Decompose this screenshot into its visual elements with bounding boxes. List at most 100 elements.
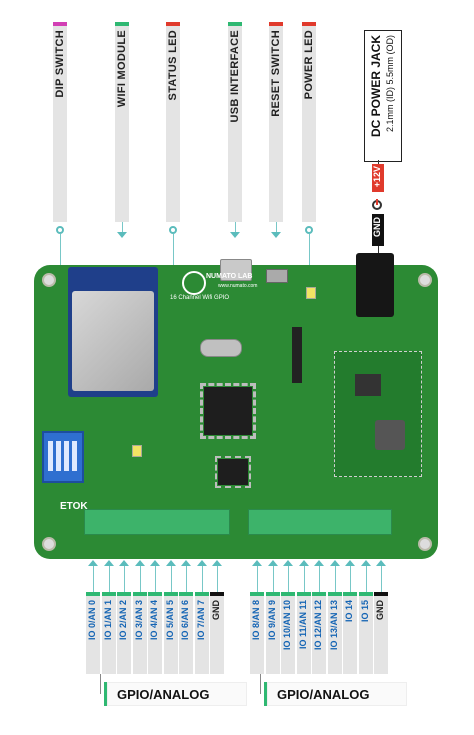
terminal-block-right: [248, 509, 392, 535]
io-right-pin-arrow-icon: [376, 560, 386, 566]
io-right-pin-tag: IO 14: [343, 592, 357, 674]
io-left-pin-tag-bar: [101, 592, 116, 596]
gpio-analog-left: GPIO/ANALOG: [104, 682, 247, 706]
io-left-pin-tag-bar: [117, 592, 131, 596]
regulator-module: [334, 351, 422, 477]
io-left-pin-label: IO 5/AN 5: [164, 600, 175, 641]
io-right-pin-leader: [303, 566, 305, 592]
io-left-pin-arrow-icon: [196, 560, 207, 566]
mounting-hole: [42, 537, 56, 551]
terminal-block-left: [84, 509, 230, 535]
io-right-pin-leader: [334, 566, 336, 592]
io-right-pin-arrow-icon: [314, 560, 324, 566]
io-right-pin-tag: IO 10/AN 10: [281, 592, 295, 674]
io-right-pin-label: IO 15: [359, 600, 370, 623]
usb-interface-tag-bar: [228, 22, 242, 26]
io-right-pin-label: IO 10/AN 10: [282, 600, 292, 651]
io-right-pin-tag-bar: [358, 592, 373, 596]
io-right-pin-label: IO 14: [344, 600, 354, 623]
io-left-pin-arrow-icon: [181, 560, 191, 566]
gpio-analog-left-label: GPIO/ANALOG: [117, 687, 210, 702]
io-right-pin-leader: [381, 566, 382, 592]
positive-label: +12V: [372, 166, 382, 188]
io-right-pin-tag: GND: [374, 592, 388, 674]
io-right-pin-arrow-icon: [283, 560, 293, 566]
io-right-pin-arrow-icon: [345, 560, 355, 566]
reset-switch-tag: RESET SWITCH: [269, 22, 283, 222]
power-led-tag: POWER LED: [302, 22, 316, 222]
mounting-hole: [418, 273, 432, 287]
io-right-pin-tag: IO 9/AN 9: [265, 592, 280, 674]
io-left-pin-tag-bar: [163, 592, 178, 596]
io-left-pin-label: IO 1/AN 1: [102, 600, 113, 641]
io-left-pin-label: GND: [211, 600, 221, 620]
io-right-pin-label: IO 13/AN 13: [328, 600, 339, 651]
io-right-pin-leader: [288, 566, 289, 592]
driver-chip: [215, 456, 251, 488]
gpio-analog-right: GPIO/ANALOG: [264, 682, 407, 706]
io-right-pin-tag: IO 13/AN 13: [327, 592, 342, 674]
io-right-pin-tag-bar: [250, 592, 264, 596]
wifi-shield: [72, 291, 154, 391]
dip-switch-dot: [56, 226, 64, 234]
usb-leader: [235, 222, 236, 234]
reset-switch-label: RESET SWITCH: [270, 30, 282, 117]
io-right-pin-leader: [350, 566, 351, 592]
mounting-hole: [418, 537, 432, 551]
usb-arrow-icon: [230, 232, 240, 238]
dip-switch-tag: DIP SWITCH: [53, 22, 67, 222]
io-right-pin-tag-bar: [296, 592, 311, 596]
io-left-pin-arrow-icon: [103, 560, 114, 566]
status-led: [132, 445, 142, 457]
io-left-pin-tag-bar: [179, 592, 193, 596]
ce-mark: ETOK: [60, 501, 88, 512]
status-led-leader: [173, 234, 174, 274]
power-led-leader: [309, 234, 310, 286]
io-left-pin-label: IO 6/AN 6: [180, 600, 190, 641]
io-left-pin-tag: GND: [210, 592, 224, 674]
io-left-pin-tag: IO 1/AN 1: [101, 592, 116, 674]
io-left-pin-tag-bar: [148, 592, 162, 596]
power-jack-label-box: DC POWER JACK 2.1mm (ID) 5.5mm (OD): [364, 30, 402, 162]
io-left-pin-tag: IO 4/AN 4: [148, 592, 162, 674]
io-left-pin-arrow-icon: [134, 560, 145, 566]
reset-switch-tag-bar: [269, 22, 283, 26]
io-left-pin-arrow-icon: [88, 560, 98, 566]
io-left-pin-label: IO 3/AN 3: [133, 600, 144, 641]
io-right-pin-tag-bar: [281, 592, 295, 596]
reset-arrow-icon: [271, 232, 281, 238]
wifi-module: [68, 267, 158, 397]
io-right-pin-tag-bar: [327, 592, 342, 596]
usb-interface-tag: USB INTERFACE: [228, 22, 242, 222]
crystal-oscillator: [200, 339, 242, 357]
io-left-pin-tag-bar: [194, 592, 209, 596]
io-left-pin-leader: [217, 566, 218, 592]
io-left-pin-leader: [108, 566, 110, 592]
io-right-pin-leader: [365, 566, 367, 592]
io-left-pin-label: IO 7/AN 7: [195, 600, 206, 641]
board-logo: [182, 271, 206, 295]
power-led: [306, 287, 316, 299]
board-url: www.numato.com: [218, 283, 258, 289]
io-left-pin-leader: [139, 566, 141, 592]
status-led-tag-bar: [166, 22, 180, 26]
ground-badge: GND: [372, 214, 384, 246]
dip-switch-tag-bar: [53, 22, 67, 26]
io-left-pin-tag-bar: [86, 592, 100, 596]
isp-header: [292, 327, 302, 383]
io-left-pin-tag-bar: [132, 592, 147, 596]
dc-power-jack: [356, 253, 394, 317]
board-brand: NUMATO LAB: [206, 273, 253, 280]
wifi-module-tag-bar: [115, 22, 129, 26]
io-right-pin-tag: IO 8/AN 8: [250, 592, 264, 674]
io-right-pin-tag-bar: [312, 592, 326, 596]
power-jack-title: DC POWER JACK: [369, 35, 383, 138]
wifi-module-tag: WIFI MODULE: [115, 22, 129, 222]
jack-leader-top: [378, 160, 379, 164]
io-left-pin-tag: IO 3/AN 3: [132, 592, 147, 674]
gpio-analog-right-label: GPIO/ANALOG: [277, 687, 370, 702]
status-led-tag: STATUS LED: [166, 22, 180, 222]
io-left-pin-label: IO 0/AN 0: [87, 600, 97, 641]
io-left-pin-tag: IO 0/AN 0: [86, 592, 100, 674]
io-right-pin-tag-bar: [265, 592, 280, 596]
